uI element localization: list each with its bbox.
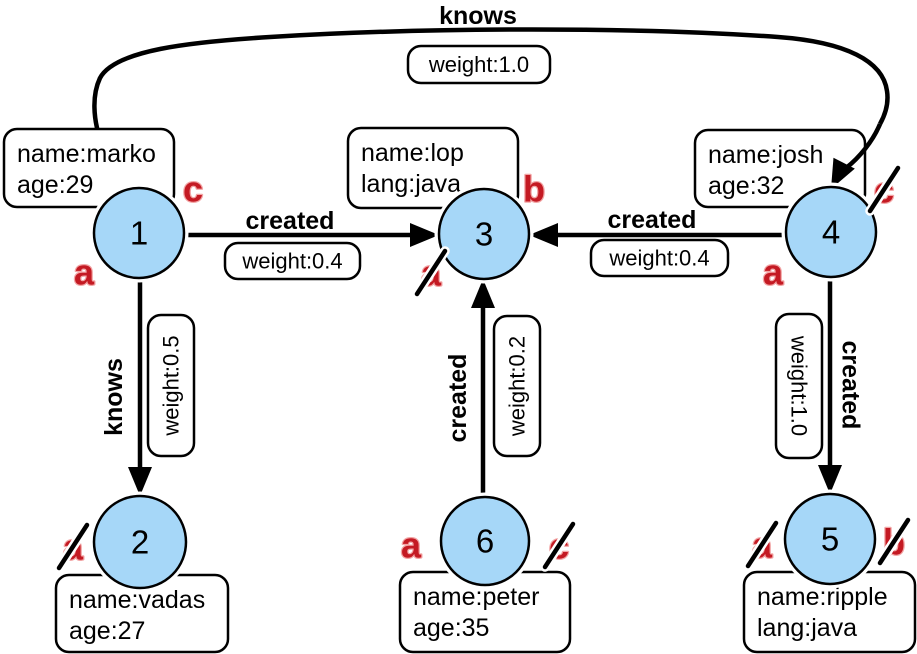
node-4-label: 4	[822, 214, 840, 251]
edge-knows-1-4-path	[92, 27, 890, 202]
nodes-layer: 1 2 3 4 5 6	[89, 182, 881, 593]
edge-created-4-5-arrowhead	[818, 465, 842, 494]
node-5-marker-b-strike	[877, 517, 911, 566]
node-3-halo	[434, 184, 534, 284]
node-5-halo	[780, 489, 880, 589]
edge-created-4-5-weight-label: weight:1.0	[786, 335, 811, 436]
node-5-marker-a-strike	[745, 520, 779, 569]
node-2-marker-a-strike	[56, 522, 90, 571]
node-5-label: 5	[821, 521, 839, 558]
node-2-label: 2	[131, 524, 149, 561]
edge-created-6-3-weight-label: weight:0.2	[505, 336, 530, 437]
node-4-property-line: name:josh	[708, 141, 823, 169]
node-4-marker-c-strike	[867, 165, 901, 214]
node-3-property-line: name:lop	[361, 139, 464, 167]
node-1-halo	[89, 183, 189, 283]
edge-knows-1-4-overlay-path	[844, 123, 883, 170]
edge-knows-1-4-label: knows	[439, 2, 517, 30]
edge-knows-1-2-weight-box	[146, 313, 196, 458]
node-2-halo	[89, 491, 191, 593]
markers-layer: acaabacabac	[54, 163, 913, 573]
edge-created-6-3-arrowhead	[471, 279, 495, 308]
node-6-marker-c-strike	[542, 521, 576, 570]
node-5-property-line: lang:java	[757, 614, 857, 642]
edge-knows-1-4-weight-box	[406, 44, 552, 85]
node-1-property-line: age:29	[17, 171, 93, 199]
node-2-circle	[92, 494, 188, 590]
node-4-property-line: age:32	[708, 172, 784, 200]
edge-knows-1-2-weight-label: weight:0.5	[159, 335, 184, 436]
node-1-circle	[92, 186, 186, 280]
node-6-property-line: age:35	[413, 614, 489, 642]
edge-created-4-3-label: created	[608, 206, 697, 234]
edge-created-1-3-weight-box	[223, 241, 362, 281]
node-3-label: 3	[475, 216, 493, 253]
node-4-circle	[784, 185, 878, 279]
edge-weight-layer: weight:1.0 knows weight:0.4 created weight:0…	[97, 0, 867, 460]
node-2-property-line: age:27	[69, 617, 145, 645]
node-6-circle	[439, 495, 531, 587]
edge-knows-1-2-arrowhead	[128, 467, 152, 496]
node-4-marker-a: a	[763, 252, 784, 293]
edge-created-6-3-weight-box	[492, 314, 542, 458]
edge-created-4-3-weight-label: weight:0.4	[608, 246, 709, 271]
node-1-label: 1	[130, 215, 148, 252]
node-1-property-line: name:marko	[17, 140, 156, 168]
edge-created-4-3-weight-box	[589, 238, 730, 278]
node-6-label: 6	[476, 523, 494, 560]
edges-layer	[92, 27, 890, 497]
node-5-circle	[783, 492, 877, 586]
edge-created-4-5-weight-box	[774, 312, 824, 460]
node-6-halo	[436, 492, 534, 590]
node-1-marker-c: c	[183, 169, 203, 210]
node-3-circle	[437, 187, 531, 281]
node-6-marker-a: a	[401, 525, 422, 566]
edge-knows-1-2-label: knows	[100, 358, 128, 436]
edge-created-4-5-label: created	[836, 341, 864, 430]
node-3-property-line: lang:java	[361, 170, 461, 198]
node-3-marker-a-strike	[414, 248, 448, 297]
edge-knows-1-4-arrowhead	[831, 157, 855, 189]
edge-created-1-3-weight-label: weight:0.4	[241, 249, 342, 274]
node-3-marker-b: b	[523, 169, 545, 210]
node-4-halo	[781, 182, 881, 282]
edge-created-4-3-arrowhead	[529, 223, 558, 247]
node-1-marker-a: a	[74, 252, 95, 293]
edge-created-6-3-label: created	[444, 354, 472, 443]
edge-created-1-3-arrowhead	[410, 223, 439, 247]
edge-knows-1-4-weight-label: weight:1.0	[428, 52, 529, 77]
edge-overlay-layer	[831, 123, 883, 189]
edge-created-1-3-label: created	[246, 207, 335, 235]
